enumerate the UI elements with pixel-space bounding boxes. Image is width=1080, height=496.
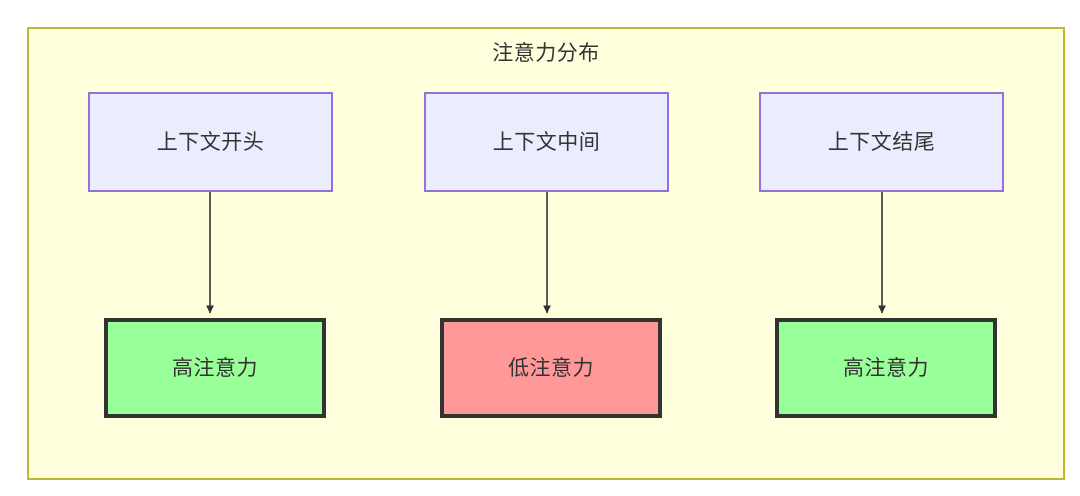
node-low-attention-middle[interactable]: 低注意力 [440, 318, 662, 418]
node-context-end-label: 上下文结尾 [827, 130, 936, 154]
node-high-attention-start[interactable]: 高注意力 [104, 318, 326, 418]
node-low-attention-middle-label: 低注意力 [508, 356, 594, 380]
node-context-middle[interactable]: 上下文中间 [424, 92, 669, 192]
node-context-start[interactable]: 上下文开头 [88, 92, 333, 192]
subgraph-title: 注意力分布 [492, 42, 600, 65]
node-high-attention-end[interactable]: 高注意力 [775, 318, 997, 418]
node-context-middle-label: 上下文中间 [492, 130, 601, 154]
node-high-attention-start-label: 高注意力 [172, 356, 258, 380]
node-context-start-label: 上下文开头 [156, 130, 265, 154]
node-high-attention-end-label: 高注意力 [843, 356, 929, 380]
node-context-end[interactable]: 上下文结尾 [759, 92, 1004, 192]
